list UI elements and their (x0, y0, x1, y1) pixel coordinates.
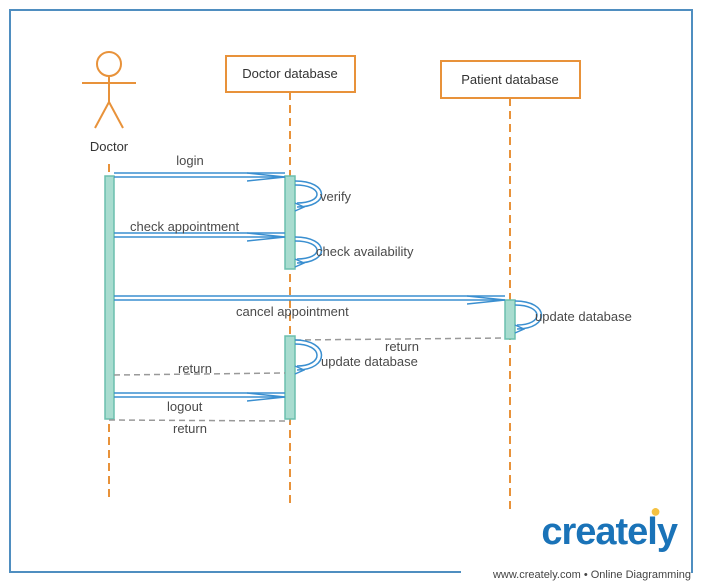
message-label: check appointment (130, 219, 240, 234)
activation-bar-doctor (104, 175, 115, 420)
self-loop (295, 236, 323, 263)
return-line (294, 337, 506, 341)
message-login: login (114, 153, 285, 177)
message-logout: logout (114, 392, 285, 414)
lightbulb-icon: ● (650, 501, 661, 521)
activation-bar-doctor-db-1 (284, 175, 296, 270)
self-loop (294, 343, 318, 367)
message-check-appointment: check appointment (114, 219, 285, 237)
participant-doctor-database: Doctor database (225, 55, 356, 93)
message-label: cancel appointment (236, 304, 349, 319)
self-loop (515, 300, 543, 329)
message-update-database-patient: update database (514, 300, 632, 329)
message-check-availability: check availability (294, 236, 414, 263)
return-line (108, 419, 291, 422)
actor-label: Doctor (90, 139, 129, 154)
message-return-doctor-db-to-doctor: return (113, 361, 286, 376)
actor-right-leg (108, 101, 124, 129)
activation-bar-doctor-db-2 (284, 335, 296, 420)
participant-box (440, 60, 581, 99)
logo-wordmark: creately (541, 511, 678, 553)
message-label: return (178, 361, 212, 376)
participant-label: Doctor database (242, 66, 337, 81)
self-loop (294, 240, 318, 260)
message-label: return (173, 421, 207, 436)
message-update-database-doctor: update database (294, 339, 418, 370)
message-cancel-appointment: cancel appointment (114, 295, 505, 319)
creately-logo: ● creately www.creately.com • Online Dia… (461, 501, 691, 581)
message-label: logout (167, 399, 203, 414)
self-loop (295, 180, 323, 207)
participant-label: Patient database (461, 72, 559, 87)
self-loop (295, 339, 323, 370)
message-label: login (176, 153, 203, 168)
message-label: return (385, 339, 419, 354)
return-line (113, 372, 286, 376)
activation-bar-patient-db (504, 299, 516, 340)
participant-box (225, 55, 356, 93)
actor-head (96, 51, 122, 77)
self-loop (514, 304, 538, 326)
message-label: verify (320, 189, 352, 204)
self-loop (294, 184, 318, 204)
message-label: update database (535, 309, 632, 324)
message-return-final: return (108, 419, 291, 436)
message-verify: verify (294, 180, 352, 207)
message-label: check availability (316, 244, 414, 259)
doctor-actor: Doctor (82, 51, 136, 154)
message-return-patient-to-doctor-db: return (294, 337, 506, 354)
logo-tagline: www.creately.com • Online Diagramming (492, 569, 691, 581)
participant-patient-database: Patient database (440, 60, 581, 99)
actor-left-leg (94, 101, 110, 129)
diagram-frame (9, 9, 693, 573)
message-label: update database (321, 354, 418, 369)
